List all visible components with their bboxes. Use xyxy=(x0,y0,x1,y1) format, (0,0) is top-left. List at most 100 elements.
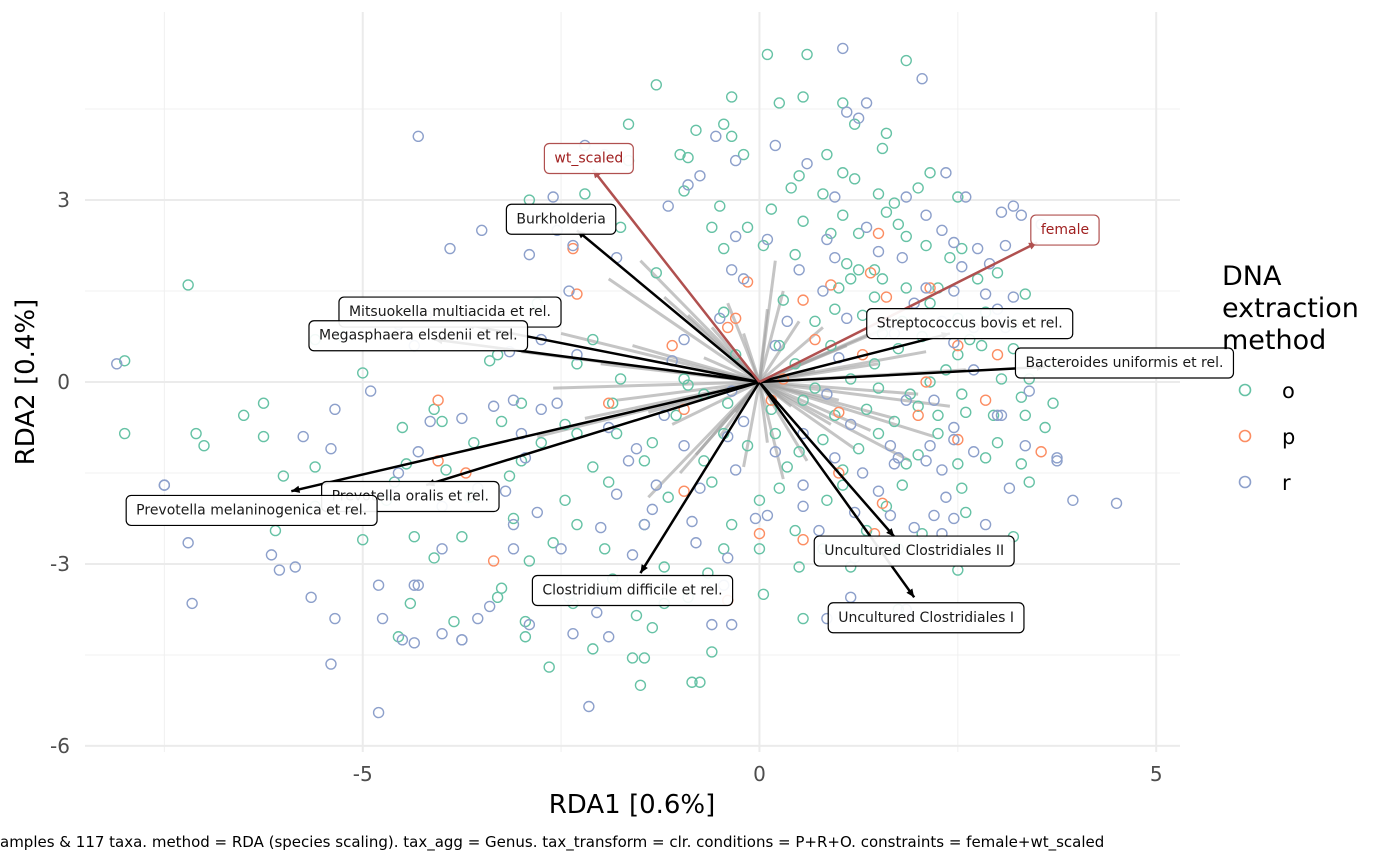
sample-point-r xyxy=(412,579,424,591)
sample-point-o xyxy=(662,491,674,503)
sample-point-o xyxy=(888,197,901,209)
taxa-arrow-head xyxy=(291,485,301,493)
sample-point-r xyxy=(916,73,928,85)
sample-point-o xyxy=(757,588,770,600)
sample-point-r xyxy=(507,394,520,406)
legend-title-line-2: extraction xyxy=(1222,293,1359,324)
sample-point-o xyxy=(769,427,782,440)
sample-point-r xyxy=(769,139,782,152)
sample-point-r xyxy=(412,130,424,143)
sample-point-o xyxy=(198,439,210,452)
taxa-arrow-head xyxy=(886,528,895,537)
taxa-label: Clostridium difficile et rel. xyxy=(531,574,734,607)
sample-point-o xyxy=(868,358,881,370)
sample-point-r xyxy=(408,637,420,649)
sample-point-r xyxy=(920,209,932,221)
sample-point-o xyxy=(825,339,837,352)
minor-taxa-arrow xyxy=(759,380,951,408)
sample-point-p xyxy=(567,242,579,255)
sample-point-r xyxy=(769,446,782,458)
taxa-label-text: Streptococcus bovis et rel. xyxy=(877,316,1063,332)
sample-point-r xyxy=(567,628,579,640)
y-tick-label: 3 xyxy=(57,188,70,212)
sample-point-o xyxy=(904,388,916,400)
sample-point-r xyxy=(186,597,198,610)
taxa-label: Megasphaera elsdenii et rel. xyxy=(308,320,529,352)
sample-point-o xyxy=(626,652,639,664)
y-tick-label: -6 xyxy=(50,734,70,758)
sample-point-r xyxy=(158,479,171,491)
sample-point-r xyxy=(841,106,853,118)
sample-point-r xyxy=(289,561,301,573)
sample-point-p xyxy=(920,376,932,388)
sample-point-o xyxy=(725,130,738,143)
sample-point-r xyxy=(884,439,897,452)
sample-point-p xyxy=(912,409,924,422)
sample-point-p xyxy=(872,227,885,240)
sample-point-r xyxy=(646,503,659,516)
sample-point-r xyxy=(531,506,543,519)
sample-point-p xyxy=(460,467,472,479)
sample-point-r xyxy=(924,439,936,452)
sample-point-o xyxy=(579,188,591,200)
sample-point-o xyxy=(773,339,785,352)
taxa-label-box xyxy=(308,320,529,352)
sample-point-r xyxy=(662,200,674,212)
sample-point-o xyxy=(622,118,635,130)
sample-point-o xyxy=(765,403,778,415)
sample-point-o xyxy=(761,48,774,61)
sample-point-o xyxy=(718,242,730,255)
sample-point-o xyxy=(833,282,845,294)
sample-point-o xyxy=(638,455,651,467)
sample-point-o xyxy=(971,273,984,285)
y-tick-label: -3 xyxy=(50,552,70,576)
sample-point-o xyxy=(801,48,813,61)
sample-point-o xyxy=(678,185,690,197)
sample-point-r xyxy=(813,524,825,537)
taxa-label-text: Burkholderia xyxy=(516,211,605,227)
sample-point-p xyxy=(924,282,936,294)
sample-point-o xyxy=(428,552,440,564)
sample-point-o xyxy=(880,206,893,218)
constraint-label-text: female xyxy=(1041,222,1089,238)
sample-point-o xyxy=(650,267,663,279)
sample-point-o xyxy=(741,221,754,234)
sample-point-r xyxy=(761,509,774,522)
taxa-label-text: Megasphaera elsdenii et rel. xyxy=(319,328,518,344)
sample-point-r xyxy=(971,242,984,255)
sample-point-p xyxy=(833,406,845,419)
sample-point-r xyxy=(408,579,420,591)
sample-point-o xyxy=(793,446,805,458)
sample-point-o xyxy=(797,91,809,103)
sample-point-r xyxy=(376,612,389,625)
sample-point-o xyxy=(900,230,912,243)
sample-point-o xyxy=(765,203,778,215)
sample-point-r xyxy=(507,543,520,555)
taxa-label-box xyxy=(531,574,734,607)
sample-point-o xyxy=(1023,476,1035,488)
sample-point-o xyxy=(817,188,829,200)
minor-taxa-arrow xyxy=(647,380,761,499)
constraint-label-box xyxy=(543,142,634,175)
sample-point-r xyxy=(737,415,750,428)
x-tick-label: 5 xyxy=(1150,762,1163,786)
sample-point-o xyxy=(357,367,369,379)
sample-point-p xyxy=(876,497,889,510)
sample-point-o xyxy=(892,218,905,230)
sample-point-r xyxy=(563,285,575,297)
sample-point-r xyxy=(737,273,750,285)
sample-point-o xyxy=(956,388,968,400)
sample-point-r xyxy=(908,521,920,534)
sample-point-o xyxy=(678,373,690,385)
sample-point-o xyxy=(932,427,944,440)
sample-point-r xyxy=(686,515,698,528)
sample-point-o xyxy=(785,182,797,194)
sample-point-o xyxy=(991,436,1004,449)
sample-point-r xyxy=(499,485,512,497)
sample-point-r xyxy=(476,224,488,237)
sample-point-p xyxy=(880,291,893,303)
sample-point-r xyxy=(329,612,341,625)
taxa-label: Uncultured Clostridiales II xyxy=(813,535,1015,567)
sample-point-o xyxy=(1015,458,1028,470)
sample-point-r xyxy=(555,543,567,555)
